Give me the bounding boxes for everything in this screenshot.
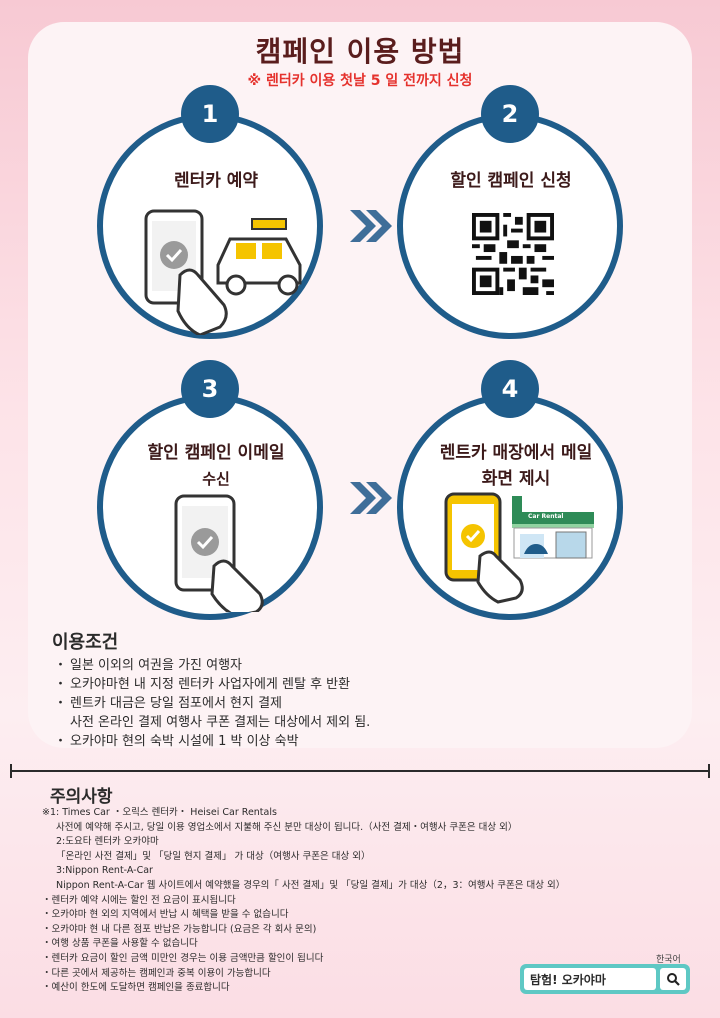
conditions-list: 일본 이외의 여권을 가진 여행자 오카야마현 내 지정 렌터카 사업자에게 렌… — [54, 656, 371, 751]
qr-code-icon — [472, 213, 554, 295]
chevron-right-icon — [350, 210, 392, 242]
step-4-label-line1: 렌트카 매장에서 메일 — [439, 443, 593, 463]
note-line: ・렌터카 요금이 할인 금액 미만인 경우는 이용 금액만큼 할인이 됩니다 — [42, 952, 324, 964]
notes-list: ※1: Times Car ・오릭스 렌터카・ Heisei Car Renta… — [42, 806, 642, 996]
store-sign: Car Rental — [528, 513, 564, 520]
step-4-label: 렌트카 매장에서 메일 화면 제시 — [393, 440, 639, 492]
list-item-continuation: 사전 온라인 결제 여행사 쿠폰 결제는 대상에서 제외 됨. — [70, 715, 371, 730]
phone-check-icon — [174, 494, 264, 612]
magnifier-icon — [667, 973, 680, 986]
note-line: ・다른 곳에서 제공하는 캠페인과 중복 이용이 가능합니다 — [42, 967, 271, 979]
note-line: ・오카야마 현 내 다른 점포 반납은 가능합니다 (요금은 각 회사 문의) — [42, 923, 317, 935]
note-line: ・오카야마 현 외의 지역에서 반납 시 혜택을 받을 수 없습니다 — [42, 909, 289, 921]
notes-title: 주의사항 — [50, 787, 113, 807]
note-line: ※1: Times Car ・오릭스 렌터카・ Heisei Car Renta… — [42, 807, 277, 818]
phone-and-car-icon — [144, 209, 302, 335]
list-item: 오카야마 현의 숙박 시설에 1 박 이상 숙박 — [54, 732, 370, 751]
step-3-label: 할인 캠페인 이메일 수신 — [93, 440, 339, 492]
step-4-label-line2: 화면 제시 — [481, 469, 551, 489]
list-item: 일본 이외의 여권을 가진 여행자 — [54, 656, 370, 675]
main-card — [28, 22, 692, 748]
language-label[interactable]: 한국어 — [656, 955, 681, 965]
note-line: ・예산이 한도에 도달하면 캠페인을 종료합니다 — [42, 982, 230, 994]
conditions-title: 이용조건 — [52, 632, 119, 653]
step-4-number: 4 — [481, 360, 539, 418]
phone-and-store-icon — [444, 492, 594, 604]
note-line: 2:도요타 렌터카 오카야마 — [56, 836, 159, 848]
step-3-label-line2: 수신 — [202, 470, 230, 488]
step-1-label: 렌터카 예약 — [173, 171, 259, 191]
note-line: 사전에 예약해 주시고, 당일 이용 영업소에서 지불해 주신 분만 대상이 됩… — [56, 821, 518, 833]
search-bar[interactable]: 탐험! 오카야마 — [520, 964, 690, 994]
chevron-right-icon — [350, 482, 392, 514]
step-2-number: 2 — [481, 85, 539, 143]
page-subtitle: ※ 렌터카 이용 첫날 5 일 전까지 신청 — [247, 73, 473, 89]
page-title: 캠페인 이용 방법 — [255, 35, 465, 68]
list-item: 오카야마현 내 지정 렌터카 사업자에게 렌탈 후 반환 — [54, 675, 370, 694]
list-item: 렌트카 대금은 당일 점포에서 현지 결제 — [54, 694, 370, 713]
step-3-number: 3 — [181, 360, 239, 418]
search-input[interactable]: 탐험! 오카야마 — [524, 968, 656, 990]
note-line: ・렌터카 예약 시에는 할인 전 요금이 표시됩니다 — [42, 894, 236, 906]
note-line: Nippon Rent-A-Car 웹 사이트에서 예약했을 경우의「 사전 결… — [56, 879, 566, 891]
search-button[interactable] — [660, 968, 686, 990]
section-divider — [10, 764, 710, 778]
step-1-number: 1 — [181, 85, 239, 143]
note-line: 3:Nippon Rent-A-Car — [56, 865, 153, 877]
step-2-label: 할인 캠페인 신청 — [450, 171, 572, 191]
note-line: 「온라인 사전 결제」및 「당일 현지 결제」 가 대상（여행사 쿠폰은 대상 … — [56, 850, 371, 862]
step-3-label-line1: 할인 캠페인 이메일 — [147, 443, 285, 463]
note-line: ・여행 상품 쿠폰을 사용할 수 없습니다 — [42, 938, 198, 950]
